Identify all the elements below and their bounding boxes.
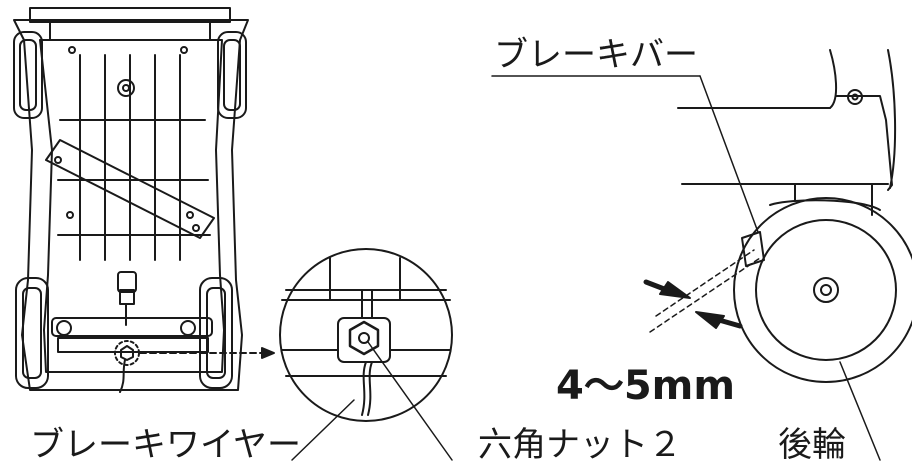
- brake-bar-label: ブレーキバー: [494, 35, 698, 75]
- hex-nut-label: 六角ナット２: [478, 425, 682, 465]
- brake-side-view: [491, 49, 912, 461]
- gap-measurement-label: 4～5mm: [556, 363, 736, 409]
- hex-nut-detail-view: [279, 248, 453, 461]
- brake-wire-label: ブレーキワイヤー: [30, 425, 301, 465]
- cart-underside-view: [13, 7, 275, 393]
- rear-wheel-label: 後輪: [778, 425, 846, 465]
